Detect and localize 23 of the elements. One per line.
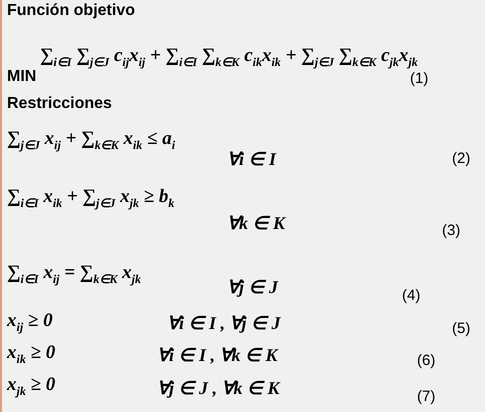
formula: ∑$_{j∈J}$ x$_{ij}$ + ∑$_{k∈K}$ x$_{ik}$ ≤ a$_{i}$ [7, 128, 176, 153]
equation-number: (6) [417, 352, 436, 369]
equation-number: (7) [417, 388, 436, 405]
quantifier-condition: ∀j ∈ J [227, 276, 278, 298]
equation-number: (5) [452, 320, 470, 337]
formula: x$_{ik}$ ≥ 0 [7, 342, 56, 367]
formula: ∑$_{i∈I}$ x$_{ij}$ = ∑$_{k∈K}$ x$_{jk}$ [7, 262, 141, 287]
quantifier-condition: ∀k ∈ K [227, 212, 286, 234]
section-heading: Función objetivo [7, 2, 135, 20]
equation-number: (4) [402, 287, 420, 304]
formula: ∑$_{i∈I}$ x$_{ik}$ + ∑$_{j∈J}$ x$_{jk}$ ≥ b$_{k}$ [7, 186, 174, 211]
equation-number: (2) [452, 150, 470, 167]
section-heading: Restricciones [7, 95, 112, 113]
quantifier-condition: ∀j ∈ J , ∀k ∈ K [157, 377, 280, 399]
quantifier-condition: ∀i ∈ I , ∀j ∈ J [167, 312, 281, 334]
quantifier-condition: ∀i ∈ I [227, 148, 276, 170]
quantifier-condition: ∀i ∈ I , ∀k ∈ K [157, 344, 278, 366]
formula: x$_{jk}$ ≥ 0 [7, 374, 56, 399]
equation-number: (1) [410, 70, 428, 87]
objective-keyword: MIN [7, 68, 36, 86]
formula: ∑$_{i∈I}$ ∑$_{j∈J}$ c$_{ij}$x$_{ij}$ + ∑$_{i∈I}$ ∑$_{k∈K}$ c$_{ik}$x$_{ik}$ + ∑$_{j∈J}$ ∑$_{k∈K}$ c$_{jk}$x$_{jk}$ [40, 45, 418, 70]
equation-number: (3) [442, 222, 460, 239]
formula: x$_{ij}$ ≥ 0 [7, 310, 53, 335]
